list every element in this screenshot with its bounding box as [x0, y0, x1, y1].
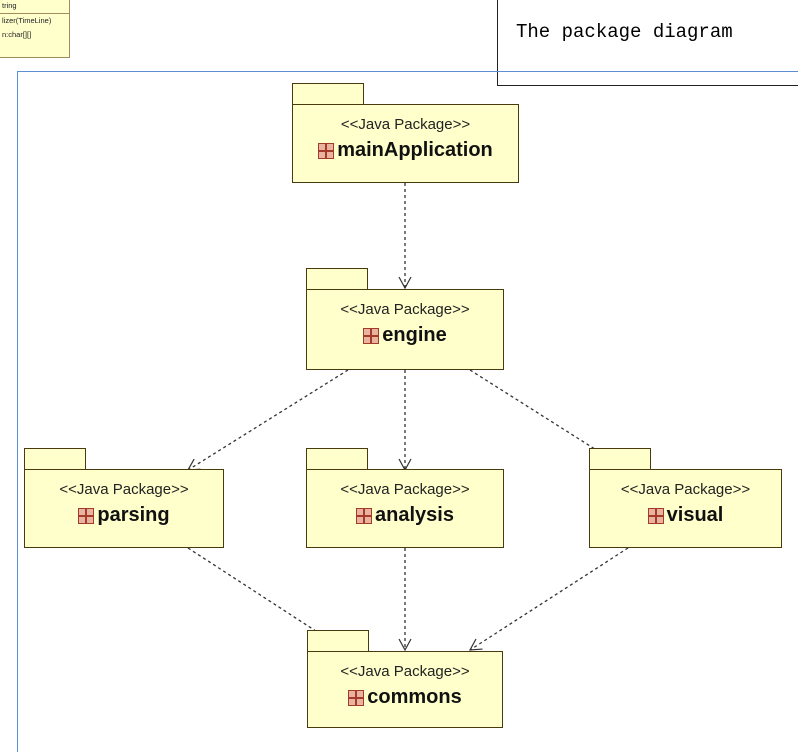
- package-name: commons: [367, 686, 462, 708]
- package-name: mainApplication: [337, 139, 493, 161]
- package-icon: [647, 507, 664, 524]
- package-body: <<Java Package>> engine: [306, 289, 504, 370]
- package-commons[interactable]: <<Java Package>> commons: [307, 630, 503, 728]
- package-visual[interactable]: <<Java Package>> visual: [589, 448, 782, 548]
- diagram-caption: The package diagram: [516, 21, 733, 43]
- package-engine[interactable]: <<Java Package>> engine: [306, 268, 504, 370]
- package-parsing[interactable]: <<Java Package>> parsing: [24, 448, 224, 548]
- package-name: visual: [666, 504, 724, 526]
- package-stereotype: <<Java Package>>: [340, 116, 471, 133]
- package-mainApplication[interactable]: <<Java Package>> mainApplication: [292, 83, 519, 183]
- package-tab: [307, 630, 369, 652]
- package-stereotype: <<Java Package>>: [340, 301, 470, 318]
- package-icon: [348, 689, 365, 706]
- package-tab: [292, 83, 364, 105]
- package-analysis[interactable]: <<Java Package>> analysis: [306, 448, 504, 548]
- package-name: analysis: [375, 504, 454, 526]
- snippet-row: lizer(TimeLine): [0, 13, 69, 28]
- class-snippet: tring lizer(TimeLine) n:char[][]: [0, 0, 70, 58]
- package-stereotype: <<Java Package>>: [340, 663, 470, 680]
- package-body: <<Java Package>> parsing: [24, 469, 224, 548]
- package-tab: [306, 448, 368, 470]
- package-body: <<Java Package>> visual: [589, 469, 782, 548]
- package-icon: [363, 327, 380, 344]
- package-stereotype: <<Java Package>>: [620, 481, 751, 498]
- snippet-row: n:char[][]: [2, 30, 32, 39]
- package-icon: [356, 507, 373, 524]
- diagram-canvas: [17, 71, 798, 752]
- package-tab: [306, 268, 368, 290]
- package-body: <<Java Package>> commons: [307, 651, 503, 728]
- package-tab: [589, 448, 651, 470]
- package-stereotype: <<Java Package>>: [59, 481, 189, 498]
- package-tab: [24, 448, 86, 470]
- package-icon: [318, 142, 335, 159]
- snippet-row: tring: [2, 1, 17, 10]
- package-stereotype: <<Java Package>>: [340, 481, 470, 498]
- package-body: <<Java Package>> analysis: [306, 469, 504, 548]
- package-body: <<Java Package>> mainApplication: [292, 104, 519, 183]
- package-icon: [78, 507, 95, 524]
- package-name: parsing: [97, 504, 170, 526]
- package-name: engine: [382, 324, 447, 346]
